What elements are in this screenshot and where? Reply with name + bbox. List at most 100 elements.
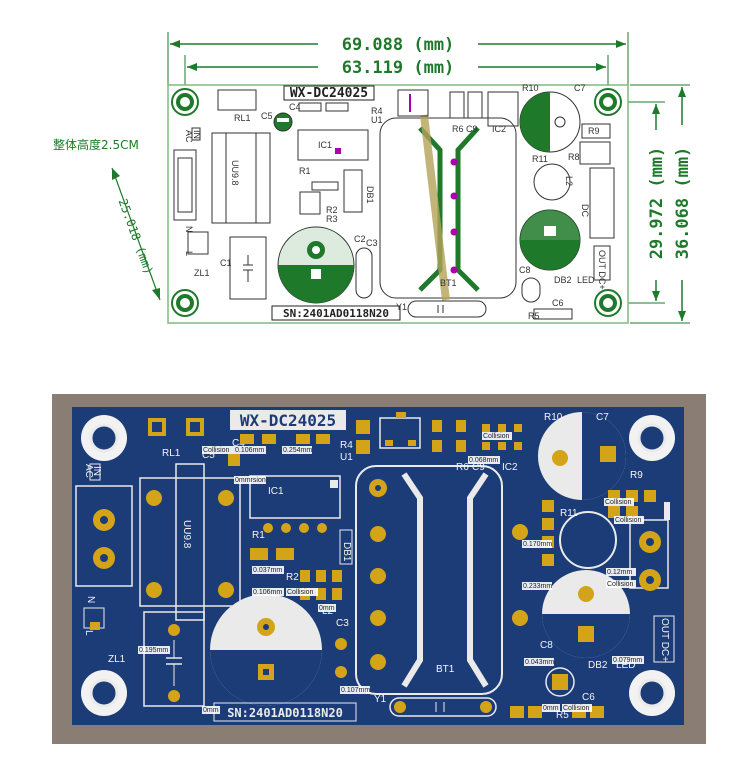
label-u1-3d: U1 (340, 452, 353, 463)
meas-bg (318, 604, 336, 612)
r-body (299, 191, 321, 215)
smd-pad (456, 420, 466, 432)
smd-pad (482, 442, 490, 450)
dim-text-bg (671, 125, 693, 280)
bt1-pin (450, 158, 458, 166)
transformer-pad (146, 582, 162, 598)
label-r10: R10 (522, 83, 539, 93)
meas-bg (482, 432, 512, 440)
smd-pad (456, 440, 466, 452)
label-dc: DC (580, 204, 590, 217)
label-c9-3d: C9 (472, 462, 485, 473)
c8-fill (520, 240, 580, 270)
label-c7-3d: C7 (596, 412, 609, 423)
dim-total-height-text: 36.068 (mm) (673, 147, 693, 260)
smd-pad (316, 570, 326, 582)
transformer-core-3d (175, 463, 205, 621)
smd-pad (626, 506, 638, 518)
bt1-winding-3d (467, 472, 489, 688)
bt1-pin (450, 266, 458, 274)
bt1-pad (370, 526, 386, 542)
bt1-pad (370, 568, 386, 584)
mounting-hole-3d (629, 415, 675, 461)
label-y1-3d: Y1 (374, 694, 387, 705)
meas-7: 0mm (319, 605, 335, 612)
arrowhead (652, 291, 660, 301)
c5-mark (277, 118, 289, 122)
collision-tag-bg (562, 704, 592, 712)
smd-pad (608, 506, 620, 518)
arrowhead (616, 40, 626, 48)
l2-outline (533, 163, 571, 201)
bt1-hole (375, 485, 381, 491)
smd-pad (276, 548, 294, 560)
label-ic1-3d: IC1 (268, 486, 284, 497)
label-c1: C1 (220, 258, 232, 268)
db1-outline (339, 529, 353, 565)
bt1-winding-3d (401, 472, 423, 688)
board-name: WX-DC24025 (290, 86, 368, 101)
label-n-3d: N (85, 596, 96, 603)
ic1-footprint (297, 129, 369, 161)
smd-pad (356, 420, 370, 434)
c1-footprint (229, 236, 267, 300)
render-3d: WX-DC24025 RL1 C5 C4 R4 U1 AC IN N ZL (52, 394, 706, 744)
in-box-3d (89, 463, 101, 481)
label-r2-3d: R2 (286, 572, 299, 583)
label-ac-3d: AC (83, 464, 94, 478)
label-led-3d: LED (616, 660, 635, 671)
y1-outline-3d (389, 697, 497, 717)
label-c7: C7 (574, 83, 586, 93)
out-dc-box (593, 245, 611, 281)
c7-pad (600, 446, 616, 462)
label-r9: R9 (588, 126, 600, 136)
meas-13: 0.079mm (613, 657, 642, 664)
y1-pad (394, 701, 406, 713)
bt1-winding-right (455, 126, 480, 292)
smd-pad (432, 440, 442, 452)
label-r10-3d: R10 (544, 412, 563, 423)
label-led: LED (577, 275, 595, 285)
label-c8-3d: C8 (540, 640, 553, 651)
c3-pad (335, 666, 347, 678)
dc-minus-mark (664, 502, 670, 520)
mounting-hole (171, 289, 199, 317)
r-footprint (449, 91, 465, 119)
bt1-trace (420, 114, 450, 301)
measurement-annotations: Collision 0.106mm 0.254mm 0mmrsion Colli… (138, 432, 644, 714)
label-ac: AC (184, 130, 194, 143)
label-r4: R4 (371, 106, 383, 116)
board-name-box-3d (230, 410, 346, 430)
smd-pad (316, 588, 326, 600)
label-bt1: BT1 (440, 278, 457, 288)
ac-hole (100, 516, 108, 524)
dim-line-left-height (111, 167, 161, 301)
smd-pad (514, 442, 522, 450)
arrowhead (170, 40, 180, 48)
collision-tag: Collision (615, 517, 642, 524)
c4-footprint (298, 102, 322, 112)
label-uu: UU9.8 (230, 160, 240, 186)
in-box (191, 127, 201, 141)
y1-footprint (407, 300, 487, 318)
arrowhead (678, 87, 686, 97)
r8-footprint (579, 141, 611, 165)
collision-tag-bg (606, 580, 636, 588)
r5-footprint (533, 308, 573, 320)
label-c5: C5 (261, 111, 273, 121)
smd-pad (528, 706, 542, 718)
label-r1: R1 (299, 166, 311, 176)
smd-pad (542, 518, 554, 530)
smd-pad (644, 490, 656, 502)
smd-pad (262, 434, 276, 444)
label-c6-3d: C6 (582, 692, 595, 703)
meas-bg (468, 456, 500, 464)
meas-4: 0.068mm (469, 457, 498, 464)
mounting-hole (594, 88, 622, 116)
smd-pad (300, 570, 310, 582)
r9-footprint (581, 123, 611, 139)
ic1-mark (330, 480, 338, 488)
y1-pad (480, 701, 492, 713)
ic2-footprint (487, 91, 519, 127)
label-n: N (184, 226, 194, 233)
